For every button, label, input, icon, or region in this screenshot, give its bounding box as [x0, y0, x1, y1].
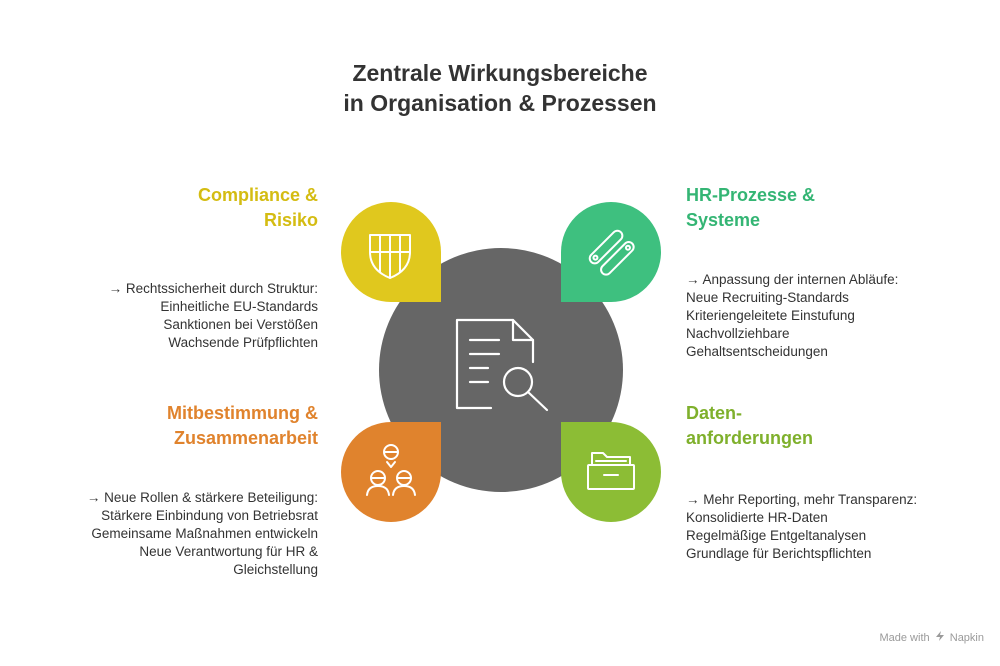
compliance-description: → Rechtssicherheit durch Struktur: Einhe…: [109, 280, 318, 352]
document-search-icon: [455, 318, 549, 412]
compliance-heading-line-2: Risiko: [263, 210, 318, 230]
compliance-heading-line-1: Compliance &: [197, 185, 318, 205]
codetermination-line-5: Gleichstellung: [233, 562, 318, 577]
codetermination-line-1: → Neue Rollen & stärkere Beteiligung:: [86, 490, 318, 505]
hr-processes-line-5: Gehaltsentscheidungen: [686, 344, 828, 359]
codetermination-line-3: Gemeinsame Maßnahmen entwickeln: [91, 526, 318, 541]
data-requirements-line-3: Regelmäßige Entgeltanalysen: [686, 528, 867, 543]
data-requirements-heading-line-1: Daten-: [686, 403, 743, 423]
codetermination-line-4: Neue Verantwortung für HR &: [139, 544, 318, 559]
data-requirements-description: → Mehr Reporting, mehr Transparenz: Kons…: [686, 491, 917, 563]
hr-processes-line-2: Neue Recruiting-Standards: [686, 290, 849, 305]
hr-processes-description: → Anpassung der internen Abläufe: Neue R…: [686, 271, 898, 361]
compliance-line-1: → Rechtssicherheit durch Struktur:: [108, 281, 318, 296]
made-with-napkin[interactable]: Made with Napkin: [879, 631, 984, 644]
compliance-heading: Compliance & Risiko: [198, 183, 318, 233]
compliance-line-4: Wachsende Prüfpflichten: [168, 335, 318, 350]
diagram-title: Zentrale Wirkungsbereiche in Organisatio…: [0, 58, 1000, 118]
team-icon: [366, 444, 416, 496]
made-with-label: Made with: [879, 632, 930, 644]
codetermination-heading: Mitbestimmung & Zusammenarbeit: [167, 401, 318, 451]
shield-icon: [369, 234, 411, 279]
codetermination-badge: [341, 422, 441, 522]
file-box-icon: [587, 452, 635, 490]
title-line-2: in Organisation & Prozessen: [343, 90, 657, 116]
hr-processes-line-1: → Anpassung der internen Abläufe:: [686, 272, 899, 287]
codetermination-heading-line-1: Mitbestimmung &: [167, 403, 318, 423]
data-requirements-heading: Daten- anforderungen: [686, 401, 813, 451]
codetermination-line-2: Stärkere Einbindung von Betriebsrat: [101, 508, 318, 523]
data-requirements-line-4: Grundlage für Berichtspflichten: [686, 546, 872, 561]
hr-processes-heading: HR-Prozesse & Systeme: [686, 183, 815, 233]
hr-processes-heading-line-2: Systeme: [686, 210, 761, 230]
data-requirements-badge: [561, 422, 661, 522]
hr-processes-badge: [561, 202, 661, 302]
data-requirements-line-1: → Mehr Reporting, mehr Transparenz:: [686, 492, 918, 507]
tools-icon: [588, 229, 635, 276]
title-line-1: Zentrale Wirkungsbereiche: [352, 60, 648, 86]
data-requirements-line-2: Konsolidierte HR-Daten: [686, 510, 828, 525]
hr-processes-line-3: Kriteriengeleitete Einstufung: [686, 308, 855, 323]
codetermination-heading-line-2: Zusammenarbeit: [173, 428, 318, 448]
napkin-brand: Napkin: [949, 632, 984, 644]
data-requirements-heading-line-2: anforderungen: [686, 428, 814, 448]
hr-processes-line-4: Nachvollziehbare: [686, 326, 790, 341]
compliance-line-2: Einheitliche EU-Standards: [160, 299, 318, 314]
napkin-logo-icon: [935, 631, 945, 644]
hr-processes-heading-line-1: HR-Prozesse &: [686, 185, 816, 205]
compliance-line-3: Sanktionen bei Verstößen: [163, 317, 318, 332]
codetermination-description: → Neue Rollen & stärkere Beteiligung: St…: [87, 489, 318, 579]
